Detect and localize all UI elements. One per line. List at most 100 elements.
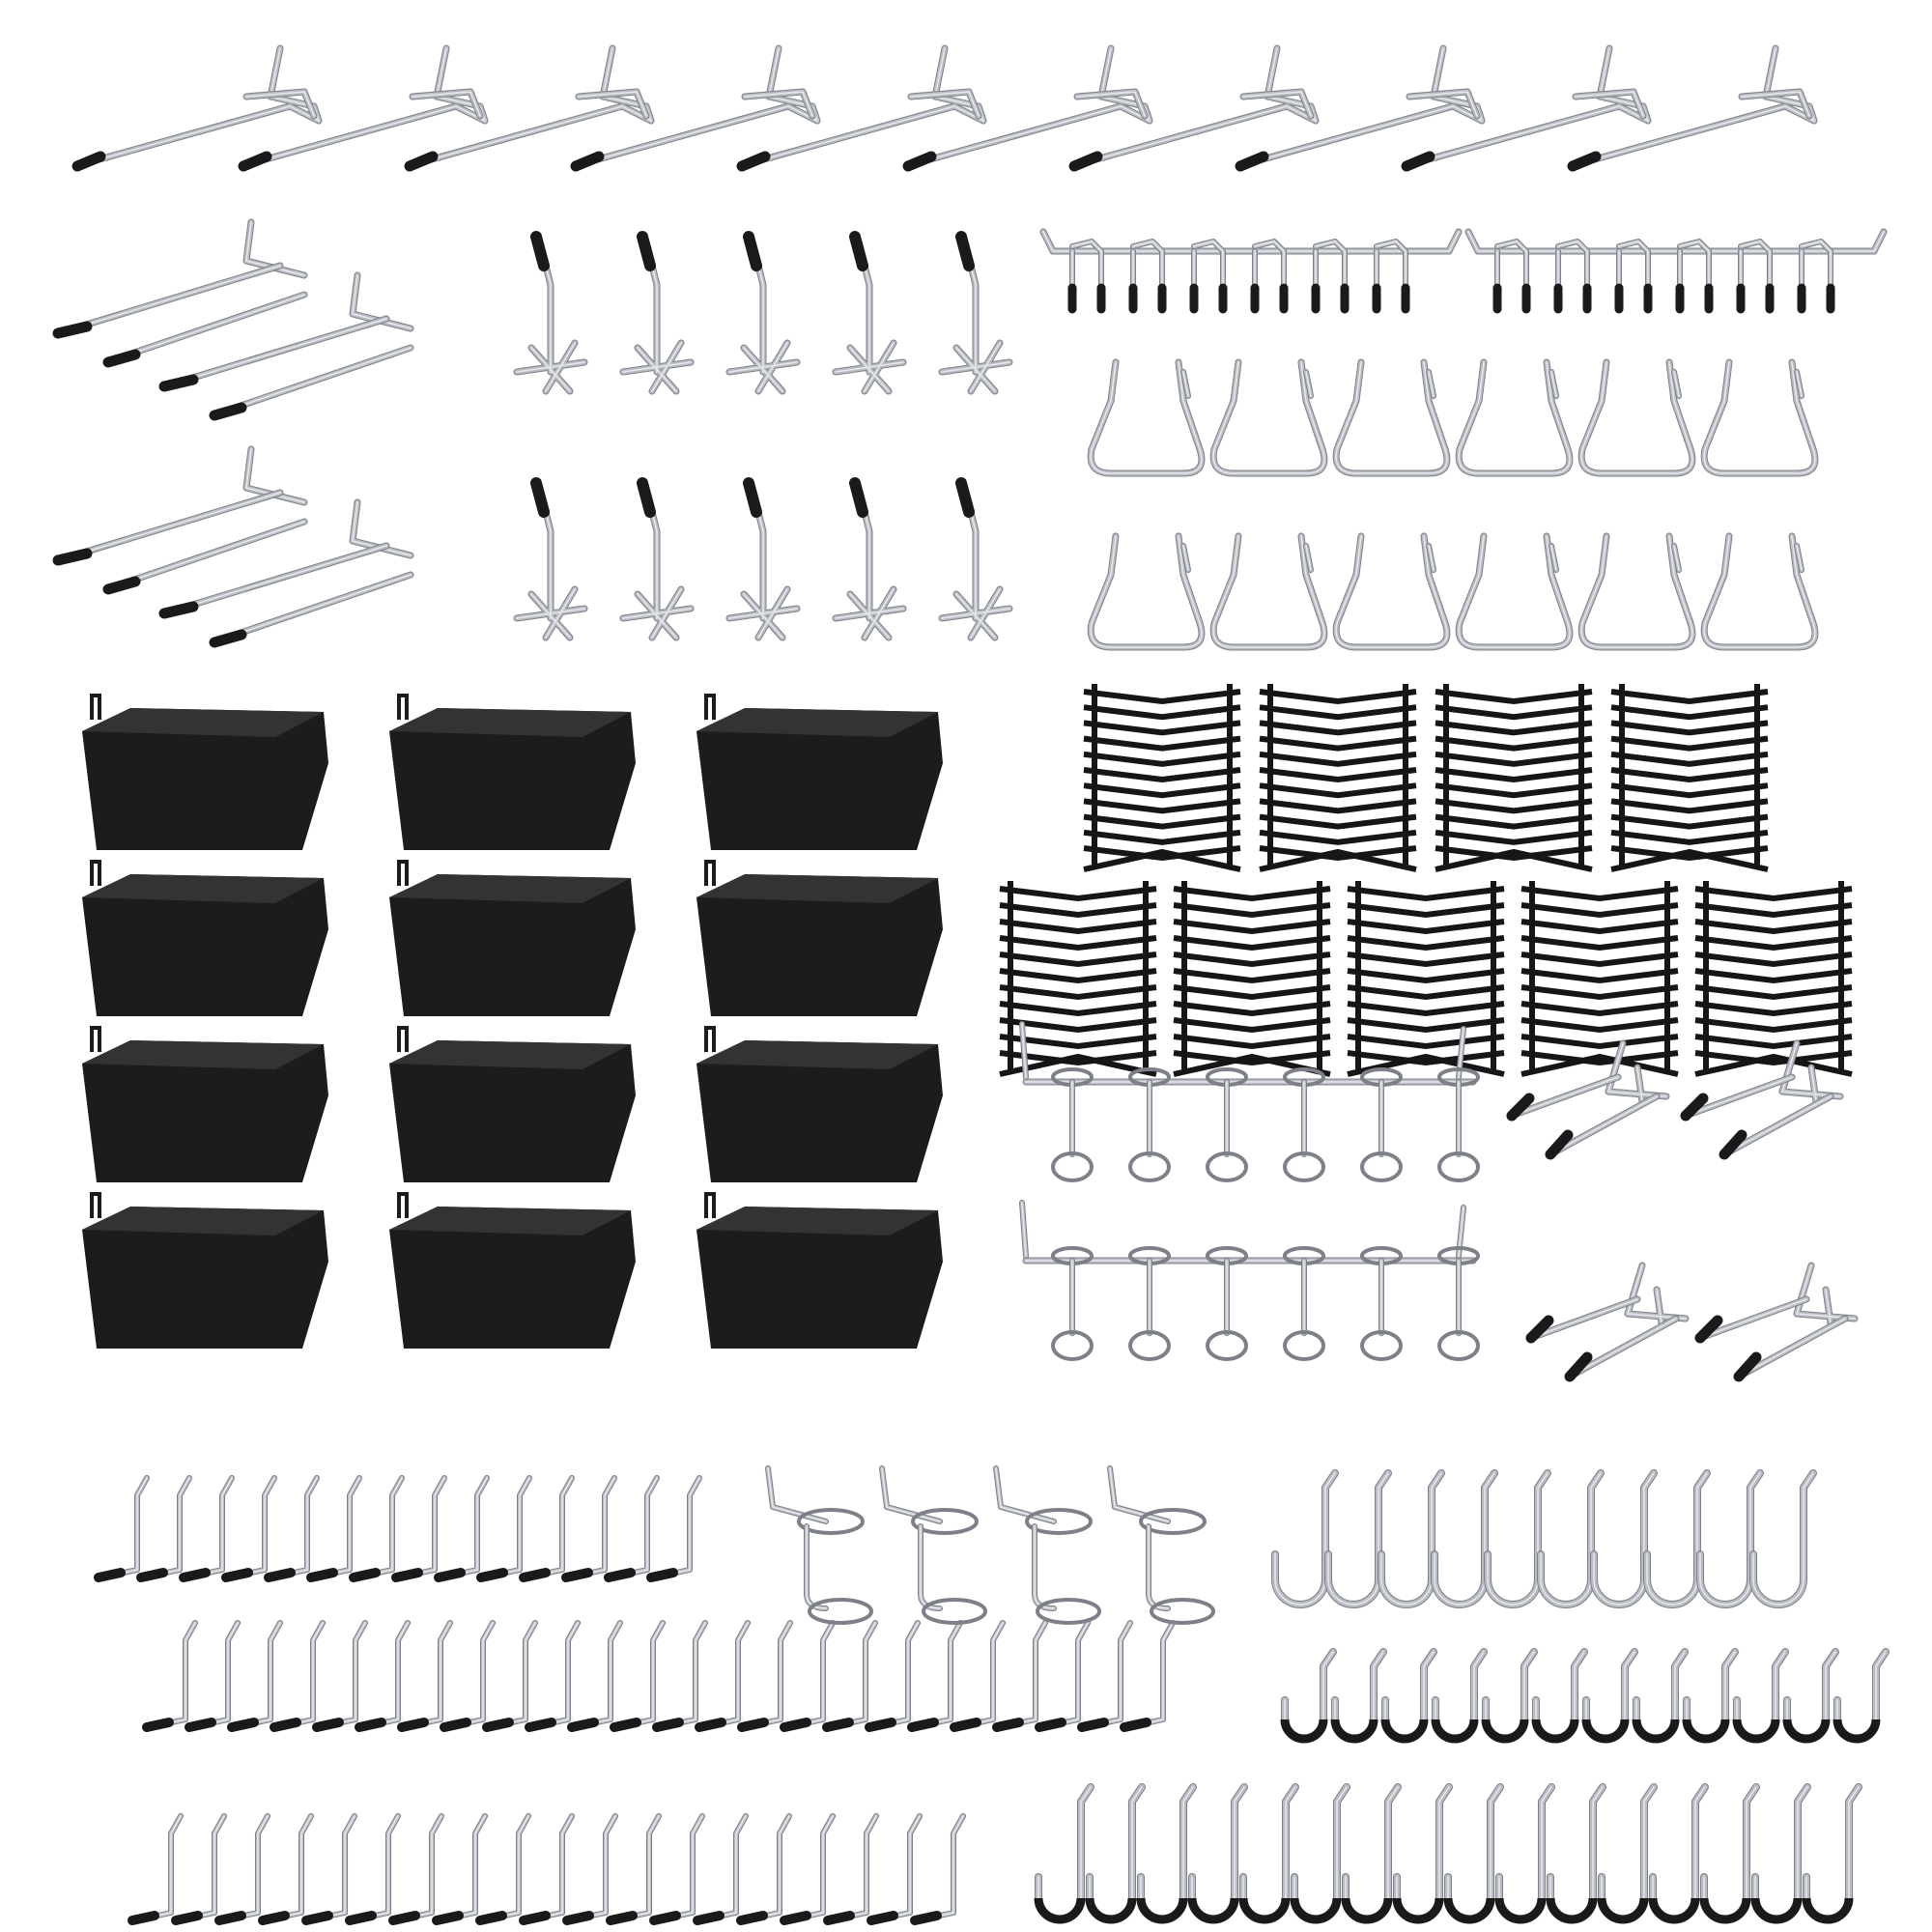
rubber-tip bbox=[221, 1568, 253, 1582]
rubber-tip bbox=[1120, 1718, 1151, 1732]
straight-l-hook bbox=[567, 1620, 623, 1732]
straight-l-hook bbox=[171, 1813, 227, 1925]
rubber-tip bbox=[910, 1911, 942, 1925]
angled-double-hook bbox=[1694, 1262, 1859, 1382]
rubber-tip bbox=[736, 151, 771, 172]
rubber-tip bbox=[743, 477, 762, 518]
rubber-tip bbox=[52, 548, 93, 566]
rubber-tip bbox=[823, 1911, 855, 1925]
long-single-hook bbox=[71, 44, 323, 172]
straight-l-hook bbox=[142, 1620, 198, 1732]
straight-l-hook bbox=[227, 1620, 283, 1732]
rubber-tip bbox=[695, 1718, 726, 1732]
straight-l-hook bbox=[1077, 1620, 1133, 1732]
rubber-tip bbox=[301, 1911, 333, 1925]
rubber-tip bbox=[476, 1568, 508, 1582]
straight-l-hook bbox=[950, 1620, 1006, 1732]
straight-l-hook bbox=[185, 1620, 241, 1732]
j-hook-large bbox=[1749, 1469, 1817, 1608]
rubber-tip bbox=[646, 1568, 678, 1582]
rubber-tip bbox=[849, 231, 868, 271]
plastic-bin bbox=[389, 1192, 636, 1349]
rubber-tip bbox=[355, 1718, 386, 1732]
j-hook-small bbox=[1833, 1648, 1889, 1744]
rubber-tip bbox=[270, 1718, 301, 1732]
rubber-tip bbox=[312, 1718, 344, 1732]
straight-l-hook bbox=[562, 1813, 618, 1925]
straight-l-hook bbox=[867, 1813, 923, 1925]
rubber-tip bbox=[306, 1568, 338, 1582]
j-hook-curved bbox=[1290, 1783, 1350, 1924]
j-hook-curved bbox=[1546, 1783, 1606, 1924]
rubber-tip bbox=[562, 1911, 594, 1925]
straight-l-hook bbox=[94, 1475, 150, 1582]
rubber-tip bbox=[482, 1718, 514, 1732]
straight-l-hook bbox=[391, 1475, 447, 1582]
straight-l-hook bbox=[128, 1813, 184, 1925]
rubber-tip bbox=[955, 477, 975, 518]
rubber-tip bbox=[227, 1718, 259, 1732]
straight-l-hook bbox=[646, 1475, 702, 1582]
rubber-tip bbox=[604, 1568, 636, 1582]
j-hook-curved bbox=[1597, 1783, 1658, 1924]
rubber-tip bbox=[345, 1911, 377, 1925]
plier-holder bbox=[1209, 532, 1328, 651]
rubber-tip bbox=[128, 1911, 159, 1925]
rubber-tip bbox=[102, 349, 141, 368]
rubber-tip bbox=[214, 1911, 246, 1925]
rubber-tip bbox=[525, 1718, 556, 1732]
rubber-tip bbox=[865, 1718, 896, 1732]
j-hook-curved bbox=[1341, 1783, 1402, 1924]
rubber-tip bbox=[209, 629, 247, 648]
j-hook-curved bbox=[1238, 1783, 1299, 1924]
j-hook-curved bbox=[1494, 1783, 1555, 1924]
straight-l-hook bbox=[221, 1475, 277, 1582]
rubber-tip bbox=[561, 1568, 593, 1582]
rubber-tip bbox=[610, 1718, 641, 1732]
short-l-hook bbox=[513, 477, 588, 641]
j-hook-curved bbox=[1750, 1783, 1811, 1924]
peg-lock-clip-strip bbox=[1347, 881, 1505, 1077]
peg-lock-clip-strip bbox=[1173, 881, 1331, 1077]
straight-l-hook bbox=[258, 1813, 314, 1925]
straight-l-hook bbox=[388, 1813, 444, 1925]
rubber-tip bbox=[606, 1911, 638, 1925]
rubber-tip bbox=[440, 1718, 471, 1732]
plier-holder bbox=[1087, 358, 1206, 477]
straight-l-hook bbox=[432, 1813, 488, 1925]
short-l-hook bbox=[832, 477, 907, 641]
double-prong-hook bbox=[158, 271, 414, 421]
double-prong-hook bbox=[52, 445, 308, 595]
rubber-tip bbox=[693, 1911, 724, 1925]
j-hook-curved bbox=[1802, 1783, 1862, 1924]
straight-l-hook bbox=[264, 1475, 320, 1582]
j-hook-small bbox=[1481, 1648, 1538, 1744]
j-hook-curved bbox=[1443, 1783, 1504, 1924]
straight-l-hook bbox=[823, 1813, 879, 1925]
rubber-tip bbox=[1068, 151, 1103, 172]
straight-l-hook bbox=[475, 1813, 531, 1925]
rubber-tip bbox=[1564, 1351, 1593, 1382]
single-ring-holder bbox=[765, 1465, 873, 1625]
straight-l-hook bbox=[910, 1813, 966, 1925]
long-single-hook bbox=[1567, 44, 1818, 172]
long-single-hook bbox=[902, 44, 1153, 172]
rubber-tip bbox=[102, 576, 141, 595]
plastic-bin bbox=[82, 860, 328, 1016]
straight-l-hook bbox=[737, 1620, 793, 1732]
j-hook-curved bbox=[1392, 1783, 1453, 1924]
j-hook-small bbox=[1682, 1648, 1739, 1744]
rubber-tip bbox=[1680, 1093, 1709, 1122]
short-l-hook bbox=[938, 231, 1013, 395]
rubber-tip bbox=[637, 477, 656, 518]
rubber-tip bbox=[519, 1568, 551, 1582]
rubber-tip bbox=[652, 1718, 684, 1732]
straight-l-hook bbox=[476, 1475, 532, 1582]
rubber-tip bbox=[434, 1568, 466, 1582]
plier-holder bbox=[1332, 358, 1451, 477]
j-hook-small bbox=[1330, 1648, 1387, 1744]
long-single-hook bbox=[238, 44, 489, 172]
straight-l-hook bbox=[306, 1475, 362, 1582]
